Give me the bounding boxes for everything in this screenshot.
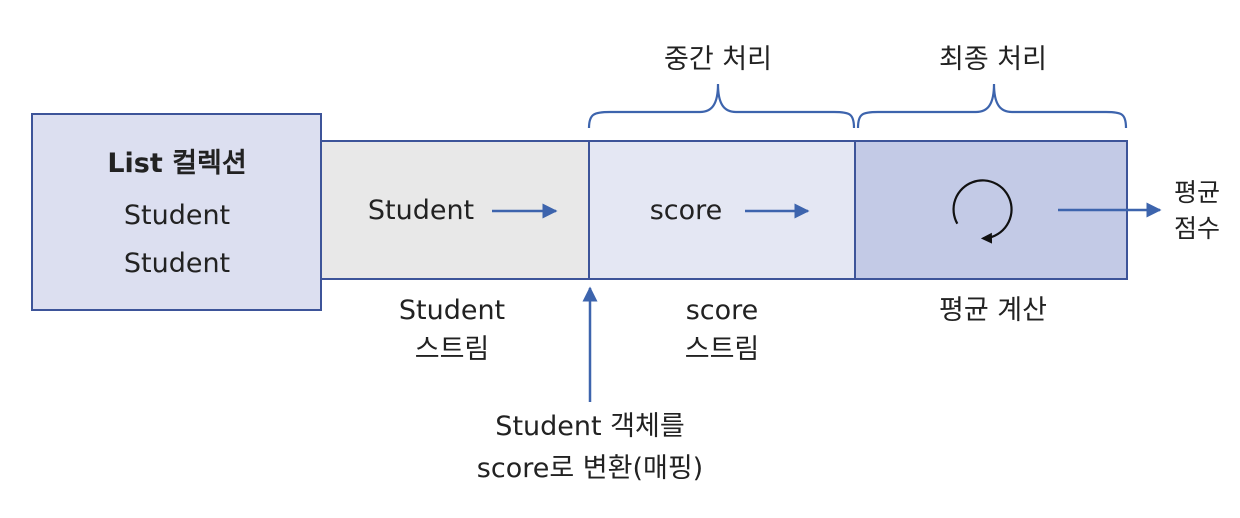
intermediate-processing-label: 중간 처리: [664, 44, 772, 75]
list-collection-title: List 컬렉션: [107, 148, 247, 179]
student-stream-caption-line1: Student: [398, 295, 506, 326]
average-score-output-line1: 평균: [1173, 178, 1221, 207]
score-stream-caption-line1: score: [685, 295, 759, 326]
score-stream-segment: [588, 140, 856, 280]
score-stream-inner-label: score: [649, 195, 723, 226]
mapping-note-line2: score로 변환(매핑): [476, 453, 704, 484]
list-item-student-2: Student: [123, 248, 231, 279]
student-stream-inner-label: Student: [367, 195, 475, 226]
score-stream-caption-line2: 스트림: [684, 334, 760, 365]
final-processing-label: 최종 처리: [939, 44, 1047, 75]
final-bracket: [856, 83, 1128, 129]
average-calc-caption: 평균 계산: [939, 295, 1047, 326]
list-collection-box: [31, 113, 322, 311]
student-stream-caption-line2: 스트림: [414, 334, 490, 365]
rotate-clockwise-icon: [952, 179, 1013, 244]
intermediate-bracket: [587, 83, 856, 129]
mapping-note-line1: Student 객체를: [495, 411, 685, 442]
average-score-output-line2: 점수: [1173, 214, 1221, 243]
list-item-student-1: Student: [123, 200, 231, 231]
